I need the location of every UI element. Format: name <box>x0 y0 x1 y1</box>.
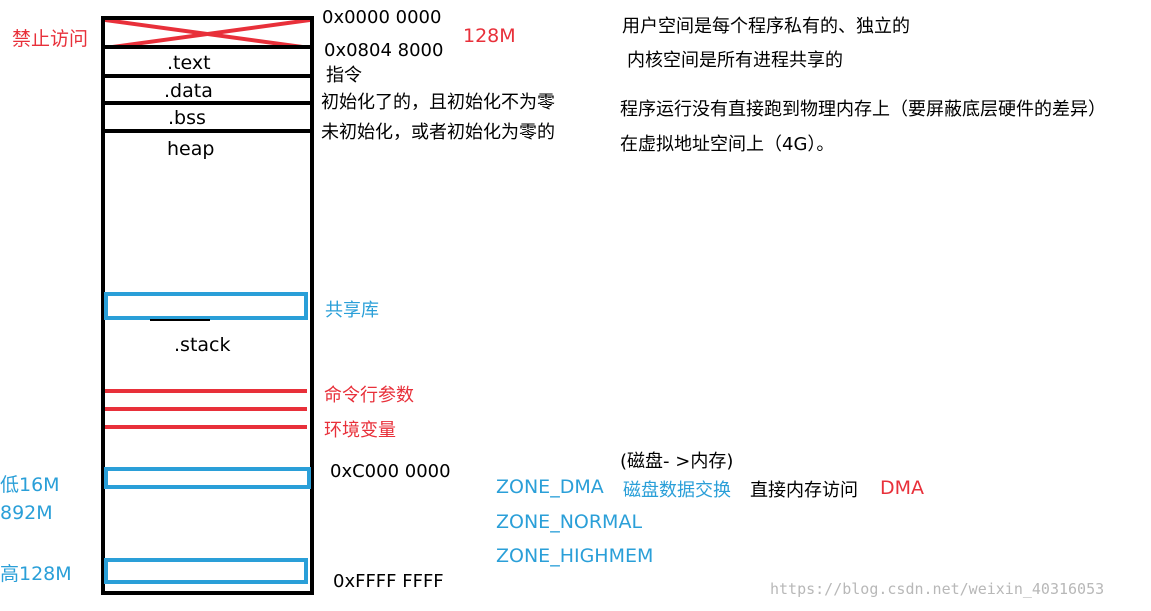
cmdline-args-label: 命令行参数 <box>324 385 414 406</box>
x-stroke-2 <box>105 20 310 48</box>
text-segment-label: .text <box>167 52 211 74</box>
env-vars-label: 环境变量 <box>324 420 396 441</box>
bss-desc: 未初始化，或者初始化为零的 <box>321 122 555 143</box>
stack-segment-label: .stack <box>174 334 231 356</box>
env-vars-line-top <box>105 407 307 411</box>
size-128m-label: 128M <box>463 25 516 47</box>
note-line-4: 在虚拟地址空间上（4G）。 <box>620 134 835 155</box>
zone-highmem-label: ZONE_HIGHMEM <box>496 545 654 567</box>
zone-highmem-box <box>104 558 308 584</box>
892m-label: 892M <box>0 502 53 524</box>
low-16m-label: 低16M <box>0 474 60 496</box>
address-end: 0xFFFF FFFF <box>333 571 444 592</box>
address-start: 0x0000 0000 <box>322 7 442 28</box>
divider-text <box>101 74 314 78</box>
forbidden-label: 禁止访问 <box>12 28 89 50</box>
heap-segment-label: heap <box>167 138 215 160</box>
cmdline-args-line <box>105 389 307 393</box>
note-line-3: 程序运行没有直接跑到物理内存上（要屏蔽底层硬件的差异） <box>620 99 1106 120</box>
address-kernel-start: 0xC000 0000 <box>330 461 451 482</box>
bss-segment-label: .bss <box>168 107 206 129</box>
text-desc: 指令 <box>326 65 362 86</box>
divider-data <box>101 101 314 105</box>
disk-swap-label: 磁盘数据交换 <box>623 480 731 501</box>
forbidden-region-x <box>105 20 310 48</box>
divider-forbidden <box>101 45 314 49</box>
high-128m-label: 高128M <box>0 563 72 585</box>
memory-column <box>101 16 314 595</box>
shared-library-box <box>104 292 308 320</box>
dma-label: DMA <box>880 477 925 499</box>
note-line-1: 用户空间是每个程序私有的、独立的 <box>622 16 910 37</box>
watermark: https://blog.csdn.net/weixin_40316053 <box>770 580 1105 598</box>
zone-normal-label: ZONE_NORMAL <box>496 511 643 533</box>
data-segment-label: .data <box>164 80 213 102</box>
shared-lib-label: 共享库 <box>325 300 379 321</box>
direct-access-label: 直接内存访问 <box>750 480 858 501</box>
zone-dma-box <box>104 467 311 489</box>
env-vars-line-bottom <box>105 425 307 429</box>
data-desc: 初始化了的，且初始化不为零 <box>321 92 555 113</box>
note-line-2: 内核空间是所有进程共享的 <box>627 50 843 71</box>
stack-top-line <box>150 319 210 321</box>
address-text-start: 0x0804 8000 <box>324 40 444 61</box>
disk-to-memory-label: (磁盘- >内存) <box>620 451 734 472</box>
divider-bss <box>101 129 314 133</box>
zone-dma-label: ZONE_DMA <box>496 476 604 498</box>
